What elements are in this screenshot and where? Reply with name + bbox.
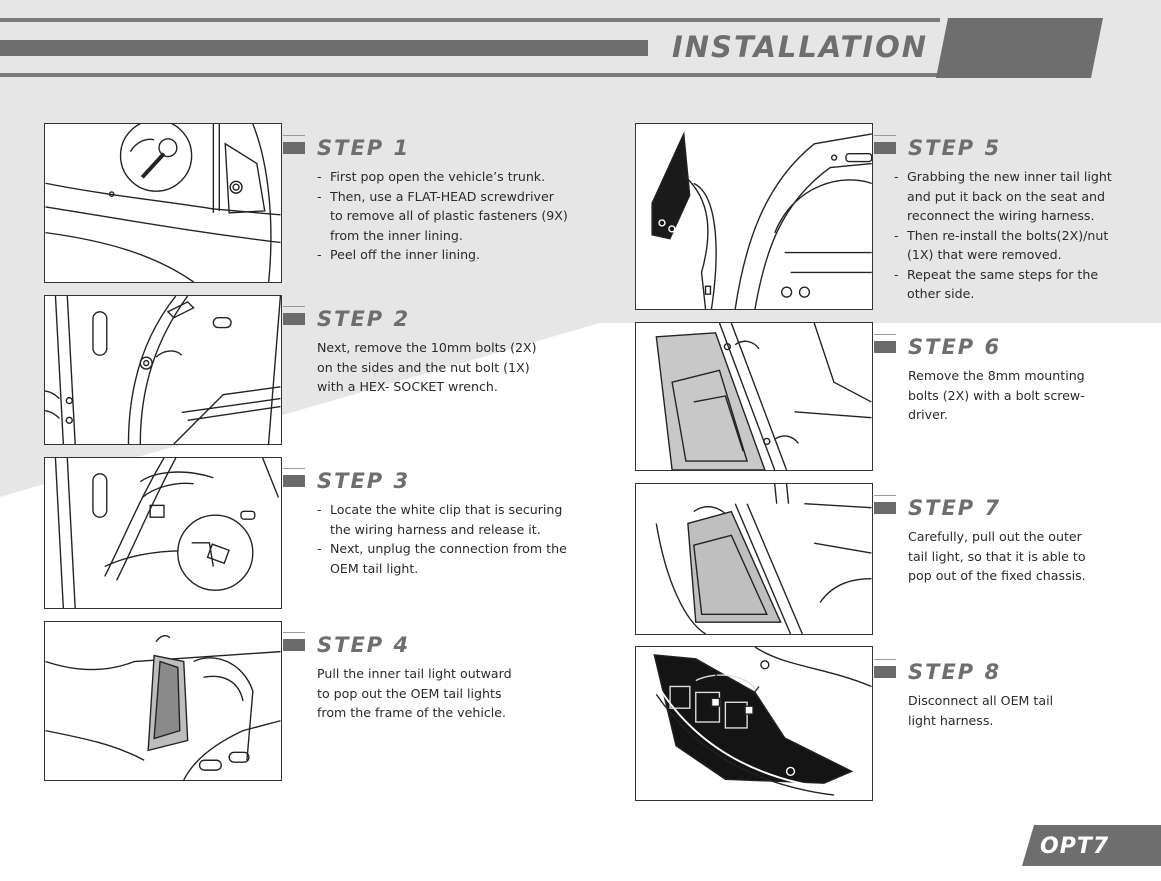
step-title: STEP 8 xyxy=(908,660,1002,684)
step-marker xyxy=(283,475,305,487)
step-7: STEP 7 Carefully, pull out the outer tai… xyxy=(874,487,1161,586)
step-title: STEP 6 xyxy=(908,335,1002,359)
step-marker xyxy=(874,502,896,514)
step-5-illustration xyxy=(635,123,873,310)
step-2: STEP 2 Next, remove the 10mm bolts (2X) … xyxy=(283,298,597,397)
step-1: STEP 1 First pop open the vehicle’s trun… xyxy=(283,127,597,265)
step-title: STEP 2 xyxy=(317,307,411,331)
step-3: STEP 3 Locate the white clip that is sec… xyxy=(283,460,597,578)
step-marker xyxy=(874,142,896,154)
step-bullet: Then, use a FLAT-HEAD screwdriver to rem… xyxy=(317,187,570,246)
brand-logo: OPT7 xyxy=(1040,834,1110,859)
step-4: STEP 4 Pull the inner tail light outward… xyxy=(283,624,597,723)
step-marker xyxy=(283,142,305,154)
step-6: STEP 6 Remove the 8mm mounting bolts (2X… xyxy=(874,326,1161,425)
step-8: STEP 8 Disconnect all OEM tail light har… xyxy=(874,651,1161,730)
step-title: STEP 4 xyxy=(317,633,411,657)
step-title: STEP 7 xyxy=(908,496,1002,520)
step-text: Next, remove the 10mm bolts (2X) on the … xyxy=(317,340,537,394)
step-2-illustration xyxy=(44,295,282,445)
step-4-illustration xyxy=(44,621,282,781)
step-bullet: First pop open the vehicle’s trunk. xyxy=(317,167,570,187)
step-8-illustration xyxy=(635,646,873,801)
step-marker xyxy=(874,666,896,678)
step-text: Pull the inner tail light outward to pop… xyxy=(317,666,512,720)
step-bullet: Locate the white clip that is securing t… xyxy=(317,500,570,539)
step-marker xyxy=(283,639,305,651)
page-title: INSTALLATION xyxy=(672,30,929,64)
step-bullet: Peel off the inner lining. xyxy=(317,245,570,265)
step-3-illustration xyxy=(44,457,282,609)
step-1-illustration xyxy=(44,123,282,283)
step-7-illustration xyxy=(635,483,873,635)
step-bullet: Next, unplug the connection from the OEM… xyxy=(317,539,580,578)
step-text: Remove the 8mm mounting bolts (2X) with … xyxy=(908,368,1085,422)
step-title: STEP 1 xyxy=(317,136,411,160)
step-text: Disconnect all OEM tail light harness. xyxy=(908,693,1054,728)
step-marker xyxy=(874,341,896,353)
step-bullet: Grabbing the new inner tail light and pu… xyxy=(894,167,1129,226)
step-bullet: Then re-install the bolts(2X)/nut (1X) t… xyxy=(894,226,1129,265)
step-title: STEP 3 xyxy=(317,469,411,493)
step-5: STEP 5 Grabbing the new inner tail light… xyxy=(874,127,1161,304)
step-marker xyxy=(283,313,305,325)
step-text: Carefully, pull out the outer tail light… xyxy=(908,529,1086,583)
step-6-illustration xyxy=(635,322,873,471)
step-bullet: Repeat the same steps for the other side… xyxy=(894,265,1129,304)
step-title: STEP 5 xyxy=(908,136,1002,160)
